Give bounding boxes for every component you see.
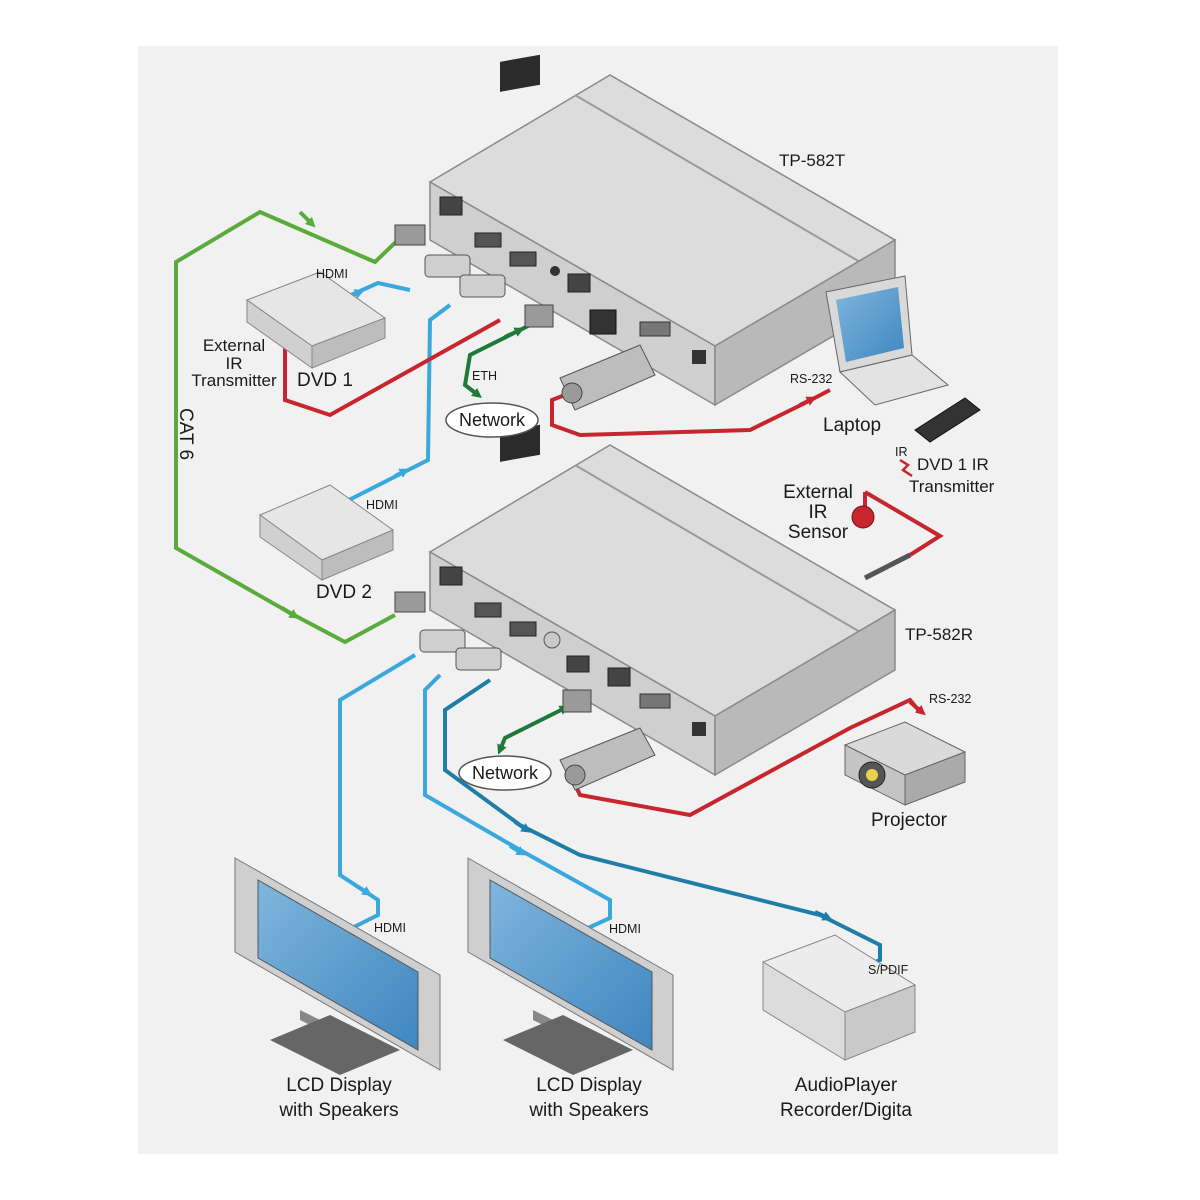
label-ext-ir-tx-3: Transmitter: [191, 371, 277, 390]
label-hdmi-dvd2: HDMI: [366, 498, 398, 512]
projector-device: [843, 721, 967, 806]
label-eth: ETH: [472, 369, 497, 383]
label-dvd1-ir-tx-2: Transmitter: [909, 477, 995, 496]
label-dvd1: DVD 1: [297, 370, 353, 391]
connectors: [394, 224, 912, 791]
label-audio-1: AudioPlayer: [795, 1075, 898, 1096]
label-lcd1-2: with Speakers: [278, 1100, 398, 1121]
tp-582r-device: [428, 424, 897, 777]
label-ir: IR: [895, 445, 908, 459]
label-tp-582t: TP-582T: [779, 151, 845, 170]
label-ext-ir-tx-2: IR: [226, 354, 243, 373]
label-rs232-laptop: RS-232: [790, 372, 832, 386]
label-dvd1-ir-tx-1: DVD 1 IR: [917, 455, 989, 474]
label-network-top: Network: [459, 410, 526, 430]
label-ext-ir-sensor-3: Sensor: [788, 522, 849, 543]
label-cat6: CAT 6: [175, 408, 196, 460]
label-lcd1-1: LCD Display: [286, 1075, 392, 1096]
label-hdmi-dvd1: HDMI: [316, 267, 348, 281]
laptop-device: [825, 275, 950, 406]
label-ext-ir-sensor-2: IR: [809, 502, 828, 523]
network-cloud-bottom: [458, 755, 552, 791]
label-dvd2: DVD 2: [316, 582, 372, 603]
ir-sensor-icon: [851, 505, 875, 529]
network-cloud-top: [445, 402, 539, 438]
label-ext-ir-tx-1: External: [203, 336, 265, 355]
remote-device: [914, 397, 981, 443]
lcd-display-2: [467, 857, 674, 1075]
label-spdif: S/PDIF: [868, 963, 909, 977]
lcd-display-1: [234, 857, 441, 1075]
dvd1-device: [245, 271, 387, 369]
label-hdmi-lcd1: HDMI: [374, 921, 406, 935]
label-lcd2-1: LCD Display: [536, 1075, 642, 1096]
label-network-bottom: Network: [472, 763, 539, 783]
label-projector: Projector: [871, 810, 948, 831]
label-laptop: Laptop: [823, 415, 881, 436]
label-rs232-projector: RS-232: [929, 692, 971, 706]
label-tp-582r: TP-582R: [905, 625, 973, 644]
tp-582t-device: [428, 54, 897, 407]
dvd2-device: [258, 484, 395, 581]
audio-recorder-device: [761, 934, 917, 1061]
ir-signal-icon: [899, 458, 913, 478]
label-lcd2-2: with Speakers: [528, 1100, 648, 1121]
label-hdmi-lcd2: HDMI: [609, 922, 641, 936]
label-ext-ir-sensor-1: External: [783, 482, 853, 503]
label-audio-2: Recorder/Digita: [780, 1100, 912, 1121]
